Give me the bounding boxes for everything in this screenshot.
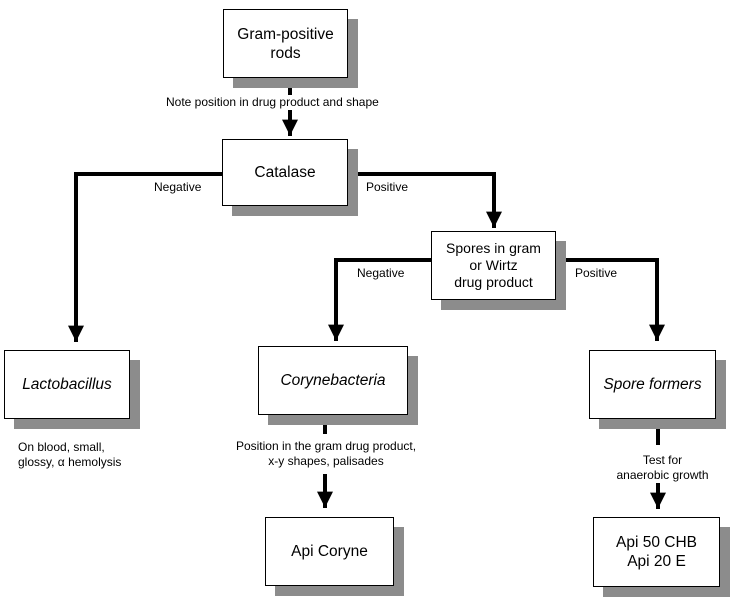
node-line: Spores in gram [446,240,541,256]
label-catalase-negative: Negative [154,180,202,194]
node-spore-formers: Spore formers [589,350,716,419]
label-root-note: Note position in drug product and shape [166,95,379,110]
label-spore-note: Test for anaerobic growth [610,453,715,483]
note-line: glossy, α hemolysis [18,455,122,469]
node-api-chb: Api 50 CHB Api 20 E [593,517,720,587]
arrow-catalase-to-spores [346,172,502,228]
node-line: Lactobacillus [22,376,112,393]
node-corynebacteria: Corynebacteria [258,346,408,415]
node-line: Corynebacteria [280,372,386,389]
note-line: anaerobic growth [616,468,709,482]
node-line: drug product [454,274,533,290]
note-line: On blood, small, [18,440,105,454]
label-coryne-note: Position in the gram drug product, x-y s… [234,439,418,469]
node-spores: Spores in gram or Wirtz drug product [431,231,556,300]
node-line: Spore formers [603,376,702,393]
node-line: rods [270,44,301,62]
label-spores-positive: Positive [575,266,618,280]
label-lacto-note: On blood, small, glossy, α hemolysis [18,440,121,470]
label-spores-negative: Negative [357,266,405,280]
node-line: or Wirtz [469,257,518,273]
note-line: Test for [642,453,683,467]
arrow-catalase-to-lactobacillus [68,172,224,342]
node-line: Catalase [254,164,316,181]
note-line: x-y shapes, palisades [268,454,384,468]
arrow-spores-to-spore-formers [554,258,665,341]
node-lactobacillus: Lactobacillus [4,350,130,419]
node-line: Gram-positive [237,25,334,43]
node-gram-positive-rods: Gram-positive rods [223,9,348,78]
node-line: Api Coryne [291,543,368,560]
label-catalase-positive: Positive [366,180,409,194]
note-line: Position in the gram drug product, [235,439,417,453]
node-line: Api 20 E [627,553,686,570]
node-line: Api 50 CHB [616,534,697,551]
node-api-coryne: Api Coryne [265,517,394,586]
node-catalase: Catalase [222,139,348,206]
arrow-spores-to-corynebacteria [328,258,433,341]
